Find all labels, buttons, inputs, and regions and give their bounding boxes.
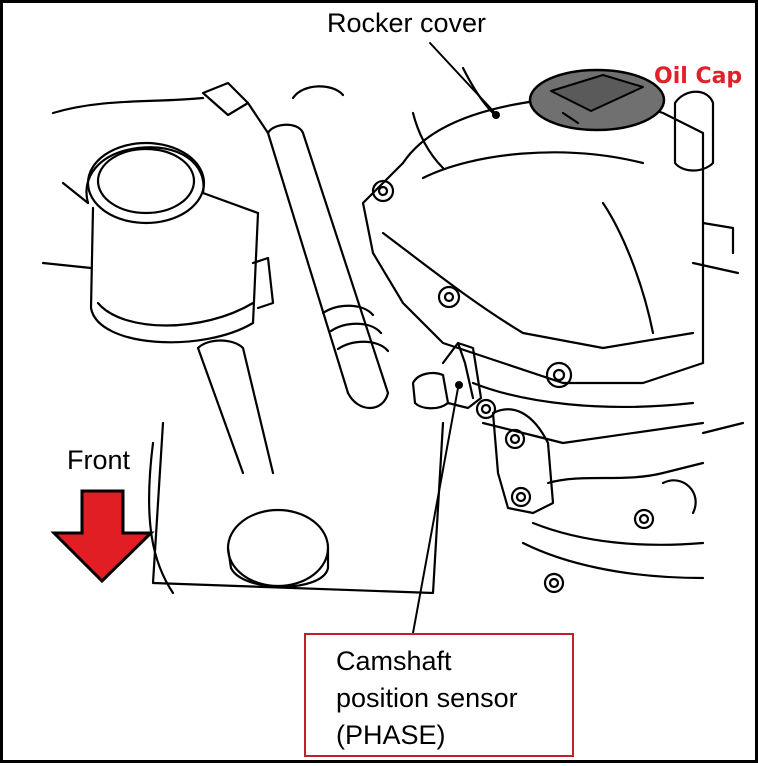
reservoir [85, 141, 275, 344]
leader-lines [412, 42, 500, 634]
front-label: Front [67, 445, 131, 475]
camshaft-sensor-shape [411, 341, 705, 580]
hose [41, 81, 390, 409]
down-arrow-icon [50, 489, 155, 584]
lower-cylinder [148, 339, 445, 595]
oil-cap-shape [528, 68, 666, 132]
right-side-parts [661, 90, 745, 515]
rocker-cover-label: Rocker cover [327, 8, 487, 38]
sensor-label-line-2: position sensor [336, 683, 518, 713]
oil-cap-label: Oil Cap [654, 64, 743, 89]
bolts [371, 179, 655, 594]
sensor-label-line-1: Camshaft [336, 646, 452, 676]
sensor-callout-box: Camshaft position sensor (PHASE) [304, 633, 574, 757]
sensor-label-line-3: (PHASE) [336, 720, 446, 750]
rocker-cover-outline [361, 66, 705, 445]
engine-line-art [41, 42, 745, 634]
